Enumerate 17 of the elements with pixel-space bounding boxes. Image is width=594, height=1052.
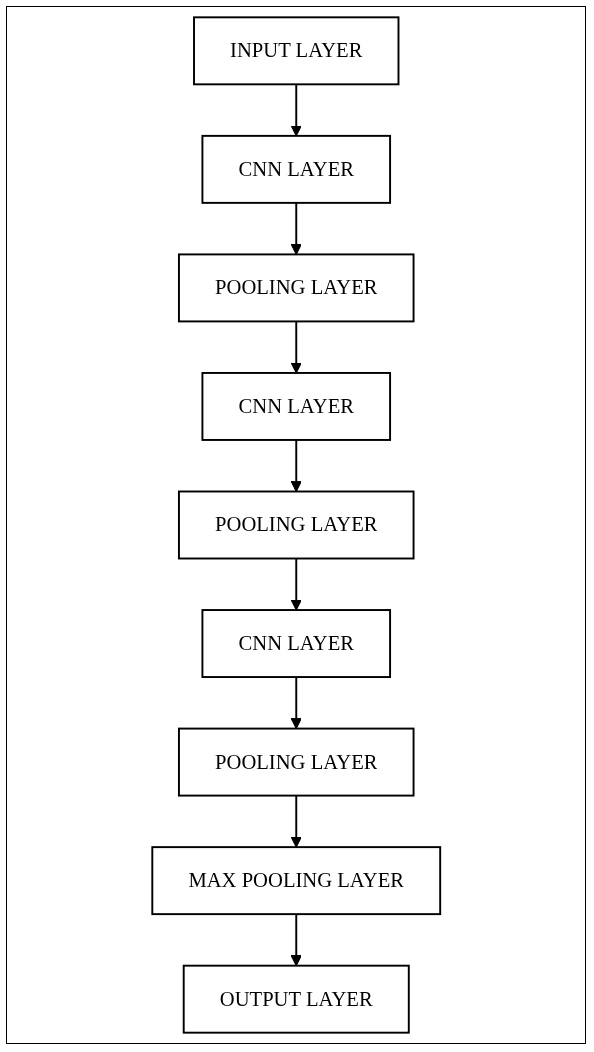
arrow <box>290 439 302 492</box>
arrow <box>290 557 302 611</box>
arrow <box>290 320 302 374</box>
node-box: POOLING LAYER <box>177 253 415 323</box>
arrow <box>290 676 302 730</box>
node-box: CNN LAYER <box>201 372 391 441</box>
node-box: INPUT LAYER <box>192 16 400 86</box>
arrow <box>290 201 302 255</box>
node-box: MAX POOLING LAYER <box>151 846 441 916</box>
arrow <box>290 83 302 137</box>
node-box: POOLING LAYER <box>177 490 415 560</box>
arrow <box>290 913 302 967</box>
node-box: CNN LAYER <box>201 134 391 204</box>
node-box: CNN LAYER <box>201 609 391 678</box>
node-box: POOLING LAYER <box>177 727 415 797</box>
node-box: OUTPUT LAYER <box>182 964 410 1034</box>
arrow <box>290 794 302 848</box>
